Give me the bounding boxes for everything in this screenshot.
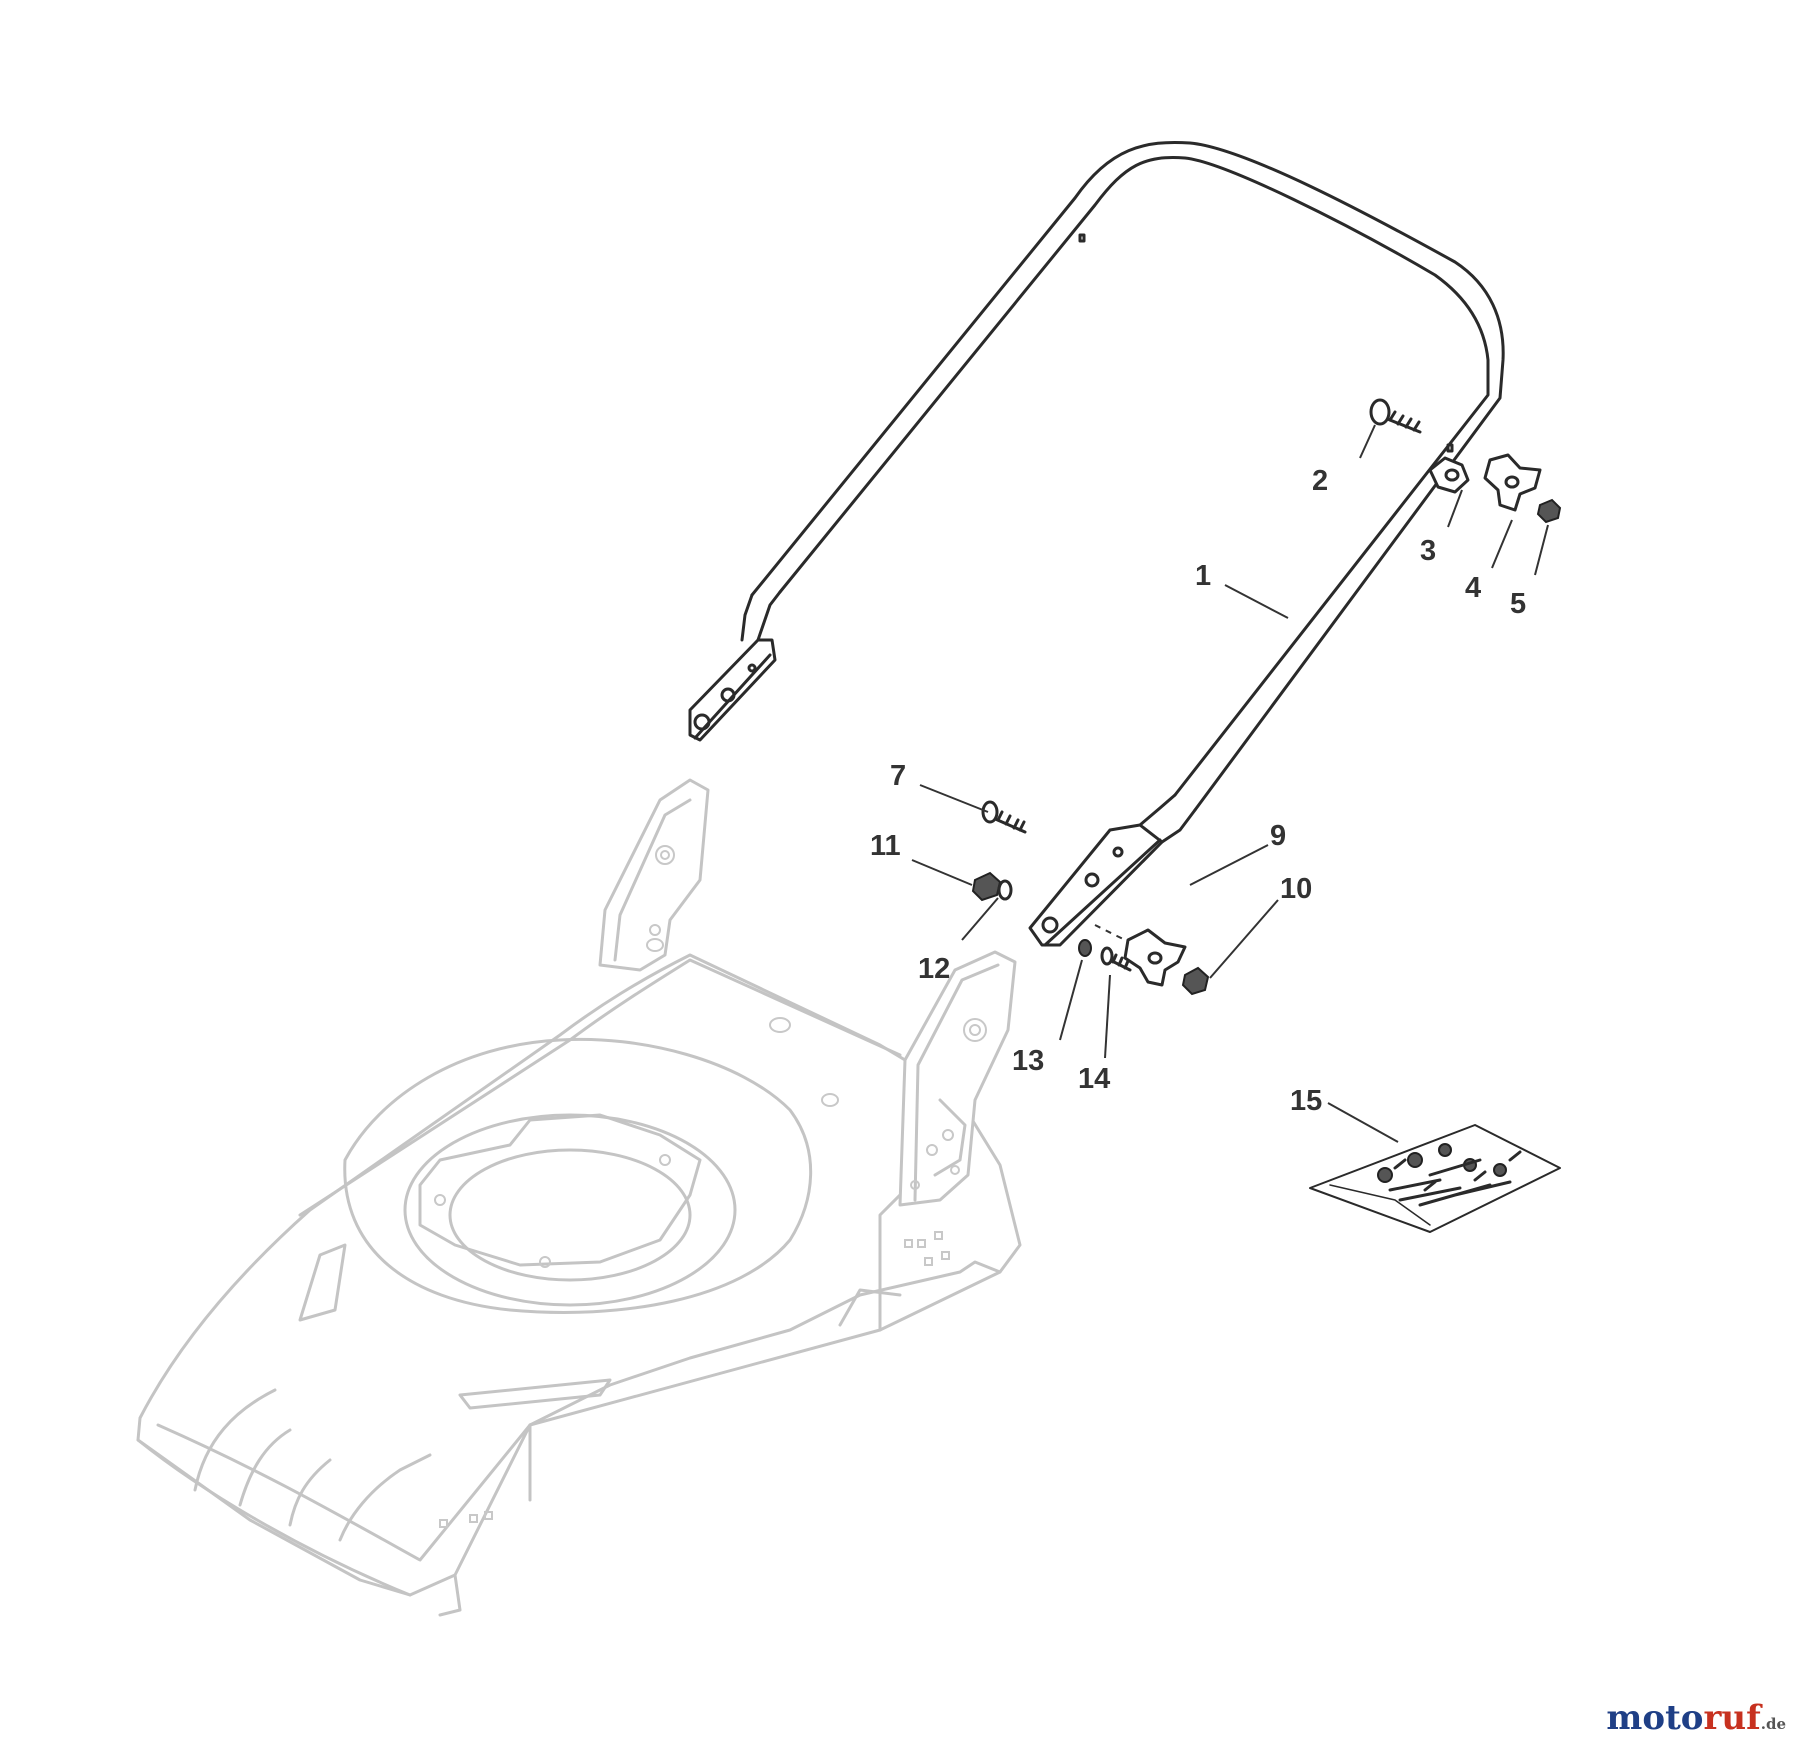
- logo-text-part2: ruf: [1703, 1698, 1761, 1738]
- callout-13: 13: [1012, 1045, 1044, 1077]
- callout-12: 12: [918, 953, 950, 985]
- callout-14: 14: [1078, 1063, 1110, 1095]
- motoruf-logo: motoruf.de: [1606, 1698, 1786, 1738]
- logo-text-part3: .de: [1760, 1715, 1786, 1733]
- mower-deck: [136, 778, 1022, 1617]
- part-11-nut: [971, 871, 1002, 902]
- callout-4: 4: [1465, 572, 1481, 604]
- part-7-bolt: [981, 800, 1027, 834]
- part-9-knob: [1094, 924, 1187, 987]
- callout-11: 11: [870, 830, 901, 862]
- callout-7: 7: [890, 760, 906, 792]
- callout-2: 2: [1312, 465, 1328, 497]
- part-3-spacer: [1428, 456, 1470, 494]
- callout-3: 3: [1420, 535, 1436, 567]
- callout-10: 10: [1280, 873, 1312, 905]
- callout-labels: 1 2 3 4 5 7 9 10 11 12 13 14 15: [870, 465, 1526, 1117]
- logo-text-part1: moto: [1606, 1698, 1704, 1738]
- leader-lines: [911, 424, 1549, 1143]
- callout-15: 15: [1290, 1085, 1322, 1117]
- part-4-knob: [1483, 453, 1542, 512]
- callout-9: 9: [1270, 820, 1286, 852]
- part-14-screw: [1100, 946, 1132, 972]
- callout-5: 5: [1510, 588, 1526, 620]
- handle-bar: [688, 140, 1505, 947]
- part-12-washer: [997, 879, 1013, 901]
- part-10-nut: [1181, 966, 1210, 996]
- part-5-nut: [1536, 498, 1562, 524]
- callout-1: 1: [1195, 560, 1211, 592]
- part-15-hardware-bag: [1309, 1124, 1561, 1233]
- part-13-washer: [1078, 939, 1092, 957]
- part-2-bolt: [1369, 398, 1422, 434]
